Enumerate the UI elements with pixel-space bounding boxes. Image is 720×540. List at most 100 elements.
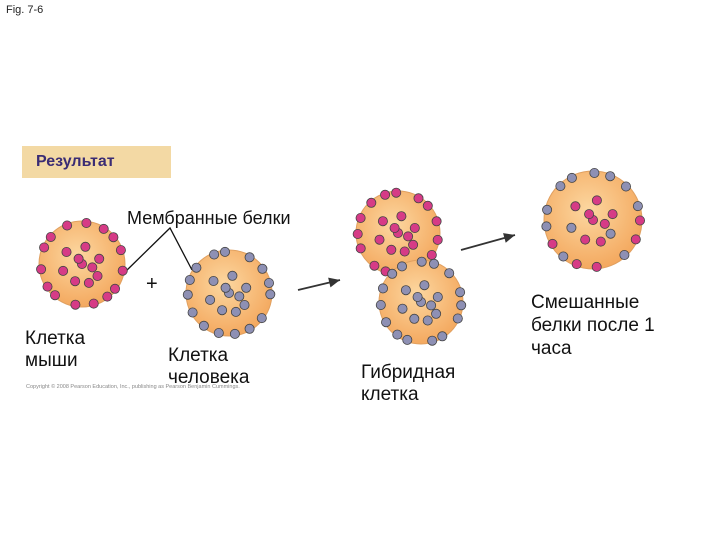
mouse-protein-dot [396, 211, 407, 222]
mouse-protein-dot [80, 241, 91, 252]
mouse-protein-dot [591, 261, 602, 272]
human-protein-dot [455, 287, 466, 298]
mouse-protein-dot [403, 231, 414, 242]
mouse-protein-dot [377, 216, 388, 227]
human-protein-dot [187, 307, 198, 318]
mouse-protein-dot [70, 276, 81, 287]
plus-sign: + [146, 273, 158, 295]
human-protein-dot [209, 249, 220, 260]
human-protein-dot [542, 204, 553, 215]
mouse-protein-dot [635, 215, 646, 226]
mouse-protein-dot [584, 209, 595, 220]
human-protein-dot [392, 329, 403, 340]
mouse-protein-dot [39, 242, 50, 253]
membrane-proteins-label: Мембранные белки [127, 208, 291, 228]
human-protein-dot [381, 317, 392, 328]
human-protein-dot [205, 294, 216, 305]
mouse-protein-dot [352, 228, 363, 239]
mouse-protein-dot [389, 222, 400, 233]
human-protein-dot [409, 313, 420, 324]
mouse-protein-dot [369, 260, 380, 271]
human-protein-dot [428, 258, 439, 269]
mouse-protein-dot [117, 265, 128, 276]
mouse-protein-dot [45, 231, 56, 242]
mouse-protein-dot [355, 243, 366, 254]
human-protein-dot [427, 335, 438, 346]
human-protein-dot [541, 221, 552, 232]
mouse-protein-dot [62, 220, 73, 231]
mouse-protein-dot [591, 195, 602, 206]
mouse-protein-dot [98, 223, 109, 234]
hybrid-cell-label: Гибридная клетка [361, 362, 456, 405]
human-protein-dot [217, 305, 228, 316]
human-protein-dot [400, 285, 411, 296]
mouse-protein-dot [58, 265, 69, 276]
mouse-protein-dot [355, 212, 366, 223]
human-protein-dot [397, 303, 408, 314]
human-protein-dot [184, 274, 195, 285]
mouse-protein-dot [595, 236, 606, 247]
human-protein-dot [230, 306, 241, 317]
human-protein-dot [416, 256, 427, 267]
mouse-protein-dot [408, 239, 419, 250]
mouse-protein-dot [431, 216, 442, 227]
mouse-protein-dot [571, 259, 582, 270]
mouse-protein-dot [599, 218, 610, 229]
human-protein-dot [182, 289, 193, 300]
membrane-protein-pointer [124, 226, 193, 273]
human-protein-dot [432, 291, 443, 302]
mouse-protein-dot [570, 201, 581, 212]
mixed-cell [541, 167, 646, 272]
mouse-protein-dot [115, 245, 126, 256]
copyright-text: Copyright © 2008 Pearson Education, Inc.… [26, 384, 240, 390]
human-protein-dot [234, 291, 245, 302]
mouse-protein-dot [399, 246, 410, 257]
human-protein-dot [589, 167, 600, 178]
mouse-protein-dot [374, 234, 385, 245]
mouse-protein-dot [87, 262, 98, 273]
mouse-protein-dot [73, 253, 84, 264]
human-protein-dot [244, 252, 255, 263]
mouse-protein-dot [366, 197, 377, 208]
human-protein-dot [263, 277, 274, 288]
mouse-protein-dot [426, 249, 437, 260]
human-protein-dot [241, 282, 252, 293]
mouse-protein-dot [432, 234, 443, 245]
human-cell-label: Клетка человека [168, 345, 250, 388]
human-protein-dot [375, 299, 386, 310]
result-header: Результат [22, 146, 171, 178]
human-protein-dot [396, 261, 407, 272]
human-protein-dot [229, 328, 240, 339]
human-protein-dot [452, 313, 463, 324]
mouse-protein-dot [386, 244, 397, 255]
mouse-protein-dot [83, 277, 94, 288]
human-protein-dot [219, 246, 230, 257]
mouse-protein-dot [630, 234, 641, 245]
human-protein-dot [220, 282, 231, 293]
mouse-protein-dot [108, 232, 119, 243]
human-protein-dot [265, 289, 276, 300]
mouse-protein-dot [70, 299, 81, 310]
human-protein-dot [244, 323, 255, 334]
human-protein-dot [412, 291, 423, 302]
human-protein-dot [566, 222, 577, 233]
mouse-protein-dot [607, 209, 618, 220]
human-protein-dot [566, 172, 577, 183]
mixed-proteins-label: Смешанные белки после 1 часа [531, 292, 655, 359]
human-protein-dot [213, 327, 224, 338]
human-protein-dot [456, 300, 467, 311]
human-protein-dot [208, 275, 219, 286]
human-protein-dot [256, 313, 267, 324]
mouse-protein-dot [61, 246, 72, 257]
human-protein-dot [426, 300, 437, 311]
arrow-to-mixed [460, 233, 516, 251]
mouse-protein-dot [81, 217, 92, 228]
mouse-cell [36, 217, 128, 310]
mouse-protein-dot [413, 193, 424, 204]
human-protein-dot [377, 283, 388, 294]
mouse-protein-dot [580, 234, 591, 245]
human-protein-dot [431, 308, 442, 319]
human-protein-dot [619, 249, 630, 260]
hybrid-cell-lower [375, 256, 467, 346]
